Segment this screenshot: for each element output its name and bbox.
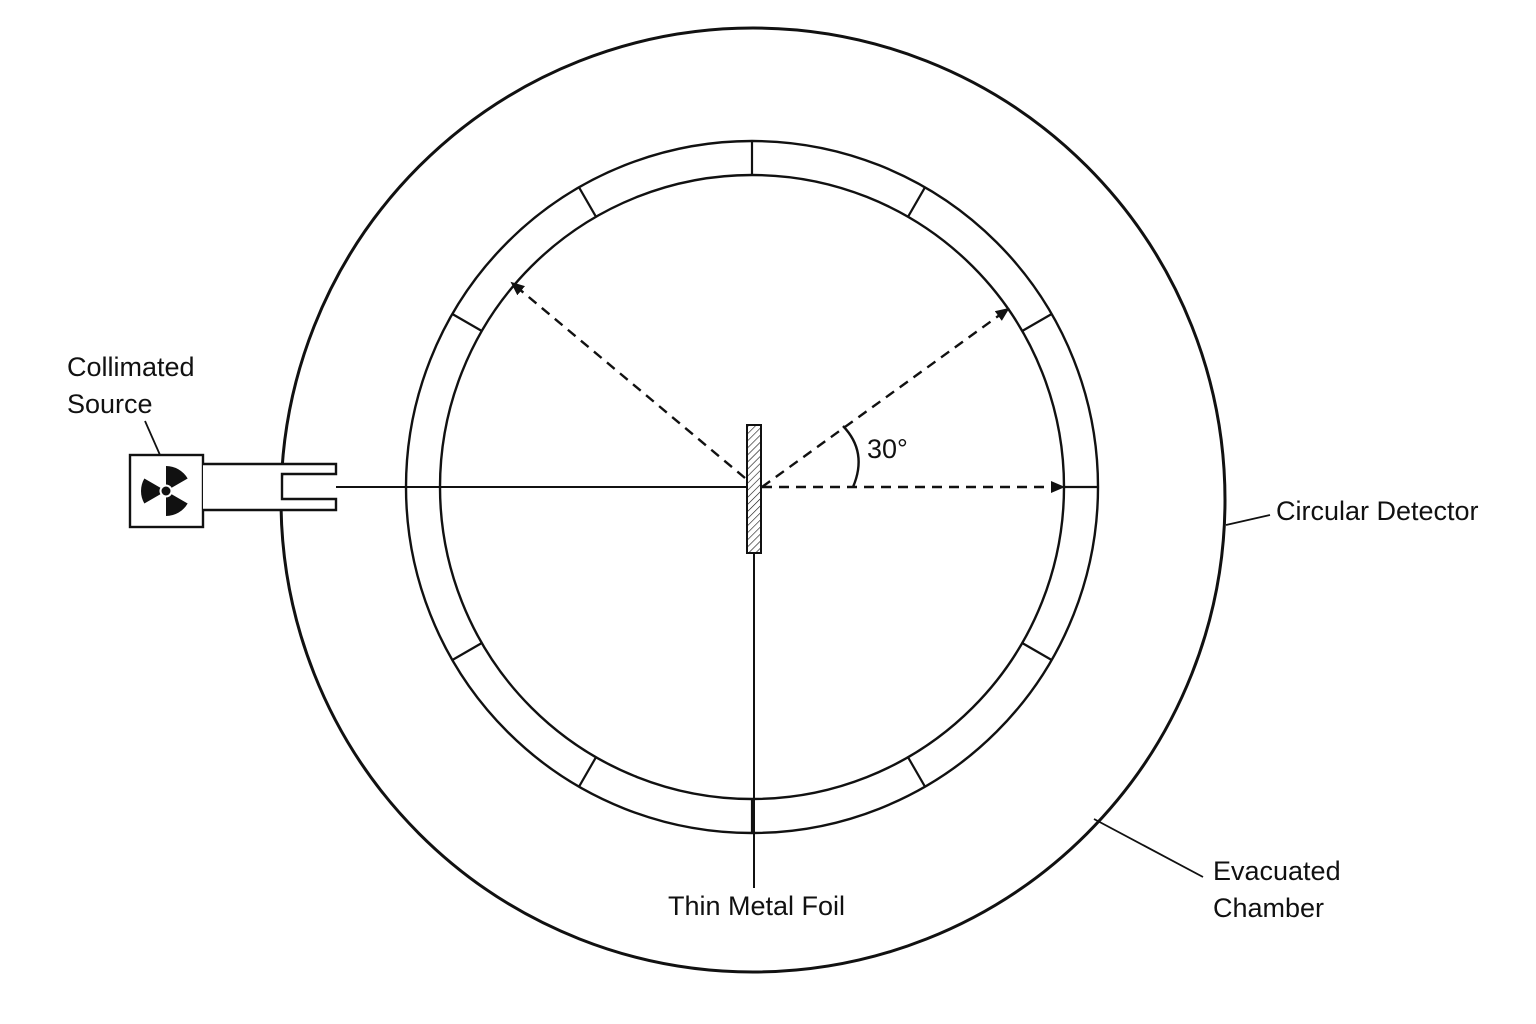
detector-label: Circular Detector [1276, 496, 1479, 526]
angle-label: 30° [867, 434, 908, 464]
source-label-line1: Collimated [67, 352, 195, 382]
detector-tick [907, 756, 926, 788]
detector-tick [451, 642, 483, 661]
detector-segment-ticks [451, 141, 1098, 833]
chamber-leader-line [1093, 818, 1204, 878]
collimator-tube [203, 462, 338, 512]
detector-tick [907, 186, 926, 218]
source-leader-line [144, 420, 161, 456]
radiation-trefoil-icon [141, 466, 188, 516]
detector-tick [1021, 313, 1053, 332]
detector-leader-line [1225, 514, 1271, 526]
collimated-source [128, 453, 338, 529]
detector-tick [578, 186, 597, 218]
detector-tick [451, 313, 483, 332]
thin-metal-foil [746, 424, 762, 554]
detector-tick [578, 756, 597, 788]
detector-tick [1021, 642, 1053, 661]
source-label-line2: Source [67, 389, 153, 419]
chamber-label-line2: Chamber [1213, 893, 1324, 923]
chamber-label-line1: Evacuated [1213, 856, 1341, 886]
angle-arc [842, 425, 860, 488]
foil-label: Thin Metal Foil [668, 891, 845, 921]
scattered-path-backward [510, 281, 746, 479]
